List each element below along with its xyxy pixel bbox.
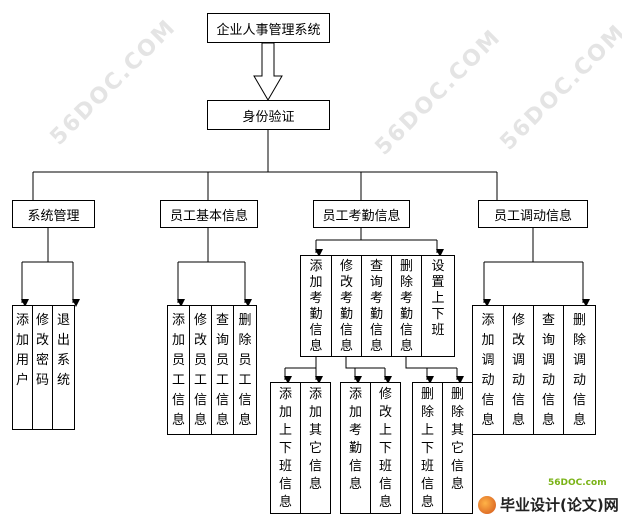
node-label: 删除考勤信息	[399, 259, 413, 354]
node-label: 删除调动信息	[572, 313, 586, 428]
node-label: 修改调动信息	[511, 313, 525, 428]
node-label: 查询员工信息	[215, 313, 229, 428]
sub-node: 删除上下班信息	[412, 382, 443, 514]
sub-node: 添加上下班信息	[270, 382, 301, 514]
root-node: 企业人事管理系统	[207, 13, 330, 43]
node: 删除调动信息	[563, 305, 596, 435]
sub-node: 修改上下班信息	[370, 382, 401, 514]
logo-text: 毕业设计(论文)网	[500, 496, 619, 514]
sub-node: 添加其它信息	[300, 382, 331, 514]
node-label: 修改考勤信息	[339, 259, 353, 354]
sub-node: 删除其它信息	[442, 382, 473, 514]
node: 修改员工信息	[189, 305, 212, 435]
logo-domain: 56DOC.com	[548, 478, 607, 488]
node-label: 删除上下班信息	[420, 387, 434, 510]
node-label: 添加员工信息	[171, 313, 185, 428]
auth-node: 身份验证	[207, 100, 330, 130]
hollow-arrow	[253, 42, 283, 101]
node: 修改密码	[32, 305, 53, 430]
node: 查询考勤信息	[361, 255, 392, 357]
node: 设置上下班	[421, 255, 455, 357]
node-label: 修改上下班信息	[378, 387, 392, 510]
node-label: 修改密码	[35, 313, 49, 388]
module-basic-info: 员工基本信息	[160, 200, 258, 228]
node: 修改调动信息	[503, 305, 534, 435]
node-label: 删除其它信息	[450, 387, 464, 492]
node-label: 添加其它信息	[308, 387, 322, 492]
node-label: 查询考勤信息	[369, 259, 383, 354]
node: 查询调动信息	[533, 305, 564, 435]
node: 删除考勤信息	[391, 255, 422, 357]
node: 删除员工信息	[233, 305, 257, 435]
node-label: 设置上下班	[431, 259, 445, 338]
node: 修改考勤信息	[331, 255, 362, 357]
node: 添加员工信息	[167, 305, 190, 435]
node-label: 添加调动信息	[481, 313, 495, 428]
logo-ball-icon	[478, 495, 496, 514]
module-transfer: 员工调动信息	[478, 200, 588, 228]
module-system: 系统管理	[12, 200, 95, 228]
site-logo: 毕业设计(论文)网	[478, 494, 619, 515]
node: 查询员工信息	[211, 305, 234, 435]
node: 添加调动信息	[472, 305, 504, 435]
node-label: 删除员工信息	[238, 313, 252, 428]
node: 添加考勤信息	[300, 255, 332, 357]
node-label: 修改员工信息	[193, 313, 207, 428]
node-label: 添加考勤信息	[348, 387, 362, 492]
node-label: 添加上下班信息	[278, 387, 292, 510]
node-label: 添加考勤信息	[309, 259, 323, 354]
module-attendance: 员工考勤信息	[313, 200, 410, 228]
sub-node: 添加考勤信息	[340, 382, 371, 514]
node: 添加用户	[12, 305, 33, 430]
node-label: 添加用户	[15, 313, 29, 388]
node: 退出系统	[52, 305, 75, 430]
node-label: 查询调动信息	[541, 313, 555, 428]
node-label: 退出系统	[56, 313, 70, 388]
